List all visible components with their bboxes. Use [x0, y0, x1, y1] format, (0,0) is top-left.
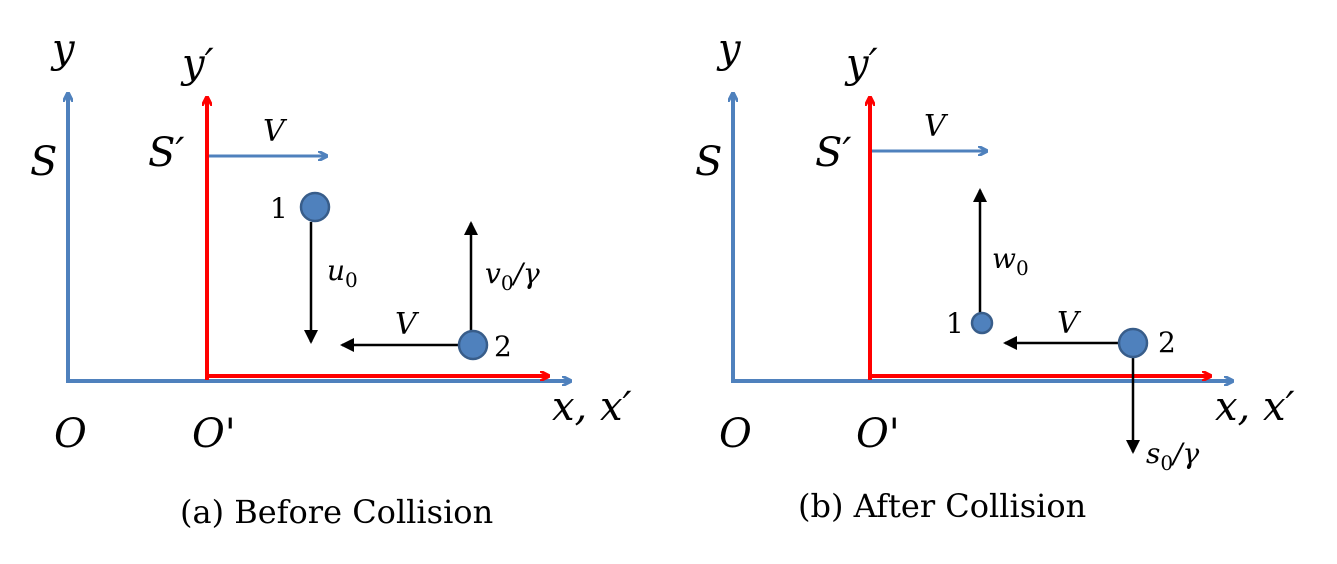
particle-2-label: 2 [1158, 326, 1176, 359]
x-axis-label: x, x′ [1215, 384, 1295, 430]
particle-1-velocity-label: u0 [327, 254, 358, 292]
particle-1-label: 1 [946, 307, 964, 340]
particle-1-velocity-label: w0 [992, 242, 1029, 280]
y-prime-axis-label: y′ [844, 41, 878, 87]
particle-1-label: 1 [270, 192, 288, 225]
panel-b-caption: (b) After Collision [798, 487, 1086, 525]
y-prime-axis-label: y′ [180, 41, 214, 87]
s-frame-label: S [30, 139, 57, 185]
particle-2 [1117, 327, 1149, 359]
y-axis-label: y [716, 26, 742, 72]
origin-label: O [719, 411, 752, 457]
particle-2-horizontal-velocity-label: V [395, 307, 420, 342]
frame-velocity-label: V [924, 109, 949, 144]
panel-a: y y′ S S′ V O O' x, x′ 1 2 u0 v0/γ V (a)… [30, 26, 632, 531]
particle-2-label: 2 [494, 330, 512, 363]
x-axis-label: x, x′ [552, 384, 632, 430]
panel-a-caption: (a) Before Collision [180, 493, 493, 531]
particle-2 [457, 329, 489, 361]
particle-2-vertical-velocity-label: s0/γ [1146, 437, 1200, 475]
y-axis-label: y [50, 26, 76, 72]
origin-prime-label: O' [192, 411, 236, 457]
particle-1 [970, 311, 994, 335]
panel-b: y y′ S S′ V O O' x, x′ 1 2 w0 s0/γ V (b)… [695, 26, 1295, 525]
frame-velocity-label: V [263, 114, 288, 149]
origin-label: O [54, 411, 87, 457]
s-frame-label: S [695, 139, 722, 185]
particle-2-vertical-velocity-label: v0/γ [485, 257, 540, 295]
particle-1 [299, 191, 331, 223]
s-prime-frame-label: S′ [815, 130, 851, 176]
s-prime-frame-label: S′ [148, 130, 184, 176]
origin-prime-label: O' [856, 411, 900, 457]
particle-2-horizontal-velocity-label: V [1057, 306, 1082, 341]
